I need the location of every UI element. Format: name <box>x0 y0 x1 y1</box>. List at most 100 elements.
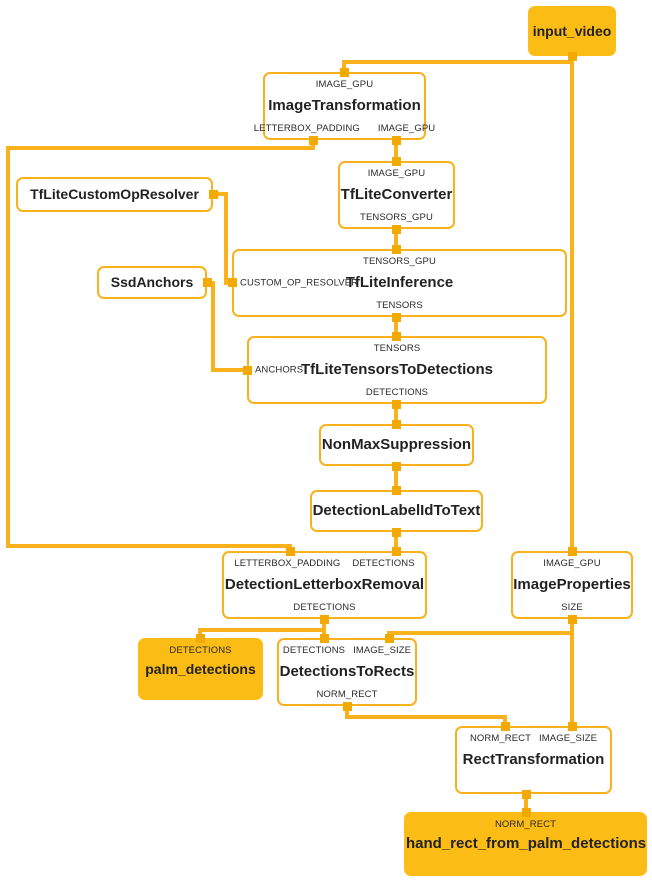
port-nub-imageproperties-in <box>568 547 577 556</box>
port-nub-tflitecustomopresolver-out <box>209 190 218 199</box>
port-label-letterbox-padding-out: LETTERBOX_PADDING <box>253 123 360 134</box>
edge-input_video-imagetransformation <box>342 60 572 72</box>
port-label-detections-out: DETECTIONS <box>365 387 429 398</box>
node-title: palm_detections <box>145 660 256 677</box>
node-input-ports: TENSORS_GPU <box>234 256 565 267</box>
node-input-ports: TENSORS <box>249 343 545 354</box>
node-output-ports: LETTERBOX_PADDING IMAGE_GPU <box>254 123 435 134</box>
port-label-detections-in: DETECTIONS <box>282 645 346 656</box>
node-title: ImageProperties <box>513 576 631 594</box>
node-output-ports: SIZE <box>513 602 631 613</box>
node-title: TfLiteTensorsToDetections <box>301 361 493 379</box>
port-nub-hand_rect-in <box>522 808 531 817</box>
port-label-detections-in: DETECTIONS <box>352 558 415 569</box>
edge-tflitecustomopresolver-tfliteinference <box>213 192 232 285</box>
node-output-ports: TENSORS <box>234 300 565 311</box>
port-label-tensors-gpu-in: TENSORS_GPU <box>363 256 436 267</box>
node-title: DetectionsToRects <box>279 663 415 681</box>
node-tflite-custom-op-resolver[interactable]: TfLiteCustomOpResolver <box>16 177 213 212</box>
port-label-letterbox-padding-in: LETTERBOX_PADDING <box>234 558 341 569</box>
port-nub-detectionlabelidtotext-in <box>392 486 401 495</box>
node-title: DetectionLetterboxRemoval <box>224 576 425 594</box>
node-hand-rect-from-palm-detections[interactable]: NORM_RECT hand_rect_from_palm_detections <box>404 812 647 876</box>
port-label-image-gpu-out: IMAGE_GPU <box>377 123 436 134</box>
node-tflite-inference[interactable]: TENSORS_GPU CUSTOM_OP_RESOLVER TfLiteInf… <box>232 249 567 317</box>
port-nub-imagetransformation-in <box>340 68 349 77</box>
node-palm-detections[interactable]: DETECTIONS palm_detections <box>138 638 263 700</box>
port-label-tensors-gpu-out: TENSORS_GPU <box>360 212 433 223</box>
port-nub-recttransformation-out <box>522 790 531 799</box>
node-input-video[interactable]: input_video <box>528 6 616 56</box>
node-output-ports: TENSORS_GPU <box>340 212 453 223</box>
node-input-ports: DETECTIONS <box>140 645 261 656</box>
port-nub-tfliteinference-in <box>392 245 401 254</box>
node-detection-letterbox-removal[interactable]: LETTERBOX_PADDING DETECTIONS DetectionLe… <box>222 551 427 619</box>
port-nub-imagetransformation-image-out <box>392 136 401 145</box>
port-nub-detectionletterboxremoval-out <box>320 615 329 624</box>
port-label-image-size-in: IMAGE_SIZE <box>353 645 412 656</box>
port-label-custom-op-resolver-in: CUSTOM_OP_RESOLVER <box>240 277 359 289</box>
port-nub-detectionlabelidtotext-out <box>392 528 401 537</box>
port-nub-detectionletterboxremoval-letterbox-in <box>286 547 295 556</box>
node-title: RectTransformation <box>462 751 605 769</box>
edge-detectionstorects-recttransformation <box>345 706 507 726</box>
node-input-ports: NORM_RECT IMAGE_SIZE <box>457 733 610 744</box>
node-input-ports: IMAGE_GPU <box>340 168 453 179</box>
node-output-ports: NORM_RECT <box>279 689 415 700</box>
node-rect-transformation[interactable]: NORM_RECT IMAGE_SIZE RectTransformation <box>455 726 612 794</box>
node-input-ports: IMAGE_GPU <box>265 79 424 90</box>
port-nub-tfliteconverter-out <box>392 225 401 234</box>
port-label-image-gpu-in: IMAGE_GPU <box>315 79 374 90</box>
node-title: TfLiteCustomOpResolver <box>30 186 199 203</box>
port-label-image-gpu-in: IMAGE_GPU <box>367 168 426 179</box>
port-nub-palm_detections-in <box>196 634 205 643</box>
port-nub-detectionstorects-out <box>343 702 352 711</box>
edge-detectionletterboxremoval-palm_detections <box>198 619 326 638</box>
edge-imageproperties-detectionstorects <box>387 619 574 638</box>
node-title: ImageTransformation <box>268 97 421 115</box>
port-nub-tflitetensorstodetections-side-in <box>243 366 252 375</box>
node-detections-to-rects[interactable]: DETECTIONS IMAGE_SIZE DetectionsToRects … <box>277 638 417 706</box>
node-title: TfLiteInference <box>345 274 454 292</box>
node-title: DetectionLabelIdToText <box>312 502 481 520</box>
node-input-ports: DETECTIONS IMAGE_SIZE <box>279 645 415 656</box>
node-tflite-converter[interactable]: IMAGE_GPU TfLiteConverter TENSORS_GPU <box>338 161 455 229</box>
node-tflite-tensors-to-detections[interactable]: TENSORS ANCHORS TfLiteTensorsToDetection… <box>247 336 547 404</box>
node-title: TfLiteConverter <box>340 186 453 204</box>
node-title: hand_rect_from_palm_detections <box>406 835 647 853</box>
node-title: input_video <box>532 22 612 39</box>
port-label-image-size-in: IMAGE_SIZE <box>539 733 598 744</box>
port-nub-ssdanchors-out <box>203 278 212 287</box>
port-nub-tfliteinference-side-in <box>228 278 237 287</box>
port-label-detections-in: DETECTIONS <box>169 645 232 656</box>
node-output-ports: DETECTIONS <box>249 387 545 398</box>
port-nub-tflitetensorstodetections-in <box>392 332 401 341</box>
port-nub-detectionletterboxremoval-detections-in <box>392 547 401 556</box>
port-nub-input-video-out <box>568 52 577 61</box>
port-nub-recttransformation-image-size-in <box>568 722 577 731</box>
port-nub-tfliteinference-out <box>392 313 401 322</box>
port-label-anchors-in: ANCHORS <box>255 364 304 376</box>
port-label-size-out: SIZE <box>561 602 583 613</box>
port-label-norm-rect-in: NORM_RECT <box>494 819 557 830</box>
node-input-ports: NORM_RECT <box>406 819 645 830</box>
port-label-tensors-in: TENSORS <box>373 343 421 354</box>
port-label-norm-rect-out: NORM_RECT <box>316 689 378 700</box>
port-label-image-gpu-in: IMAGE_GPU <box>543 558 601 569</box>
node-non-max-suppression[interactable]: NonMaxSuppression <box>319 424 474 466</box>
port-label-detections-out: DETECTIONS <box>293 602 356 613</box>
node-title: NonMaxSuppression <box>321 436 472 454</box>
port-nub-imageproperties-out <box>568 615 577 624</box>
port-nub-recttransformation-norm-rect-in <box>501 722 510 731</box>
node-ssd-anchors[interactable]: SsdAnchors <box>97 266 207 299</box>
node-image-transformation[interactable]: IMAGE_GPU ImageTransformation LETTERBOX_… <box>254 72 435 140</box>
node-image-properties[interactable]: IMAGE_GPU ImageProperties SIZE <box>511 551 633 619</box>
port-nub-detectionstorects-image-size-in <box>385 634 394 643</box>
node-detection-label-id-to-text[interactable]: DetectionLabelIdToText <box>310 490 483 532</box>
port-nub-imagetransformation-letterbox-out <box>309 136 318 145</box>
port-nub-tfliteconverter-in <box>392 157 401 166</box>
port-nub-nonmaxsuppression-out <box>392 462 401 471</box>
node-input-ports: LETTERBOX_PADDING DETECTIONS <box>224 558 425 569</box>
node-output-ports: DETECTIONS <box>224 602 425 613</box>
